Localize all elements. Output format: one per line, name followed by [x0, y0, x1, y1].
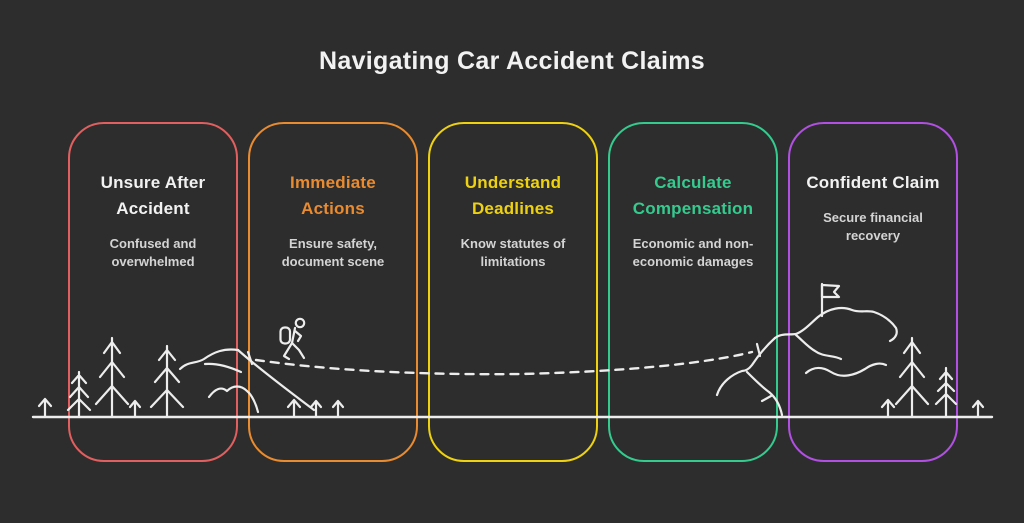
step-subtitle: Secure financial recovery	[823, 210, 923, 243]
step-title: Unsure After Accident	[100, 173, 206, 218]
step-title: Understand Deadlines	[464, 173, 562, 218]
step-subtitle: Economic and non-economic damages	[632, 236, 754, 269]
step-title: Confident Claim	[806, 173, 940, 192]
steps-row: Unsure After Accident Confused and overw…	[68, 122, 958, 462]
step-title: Immediate Actions	[290, 173, 376, 218]
step-card-confident-claim: Confident Claim Secure financial recover…	[788, 122, 958, 462]
step-card-immediate-actions: Immediate Actions Ensure safety, documen…	[248, 122, 418, 462]
step-card-unsure-after-accident: Unsure After Accident Confused and overw…	[68, 122, 238, 462]
step-title: Calculate Compensation	[632, 173, 754, 218]
page-title: Navigating Car Accident Claims	[319, 47, 705, 75]
step-subtitle: Ensure safety, document scene	[281, 236, 385, 269]
step-card-understand-deadlines: Understand Deadlines Know statutes of li…	[428, 122, 598, 462]
step-subtitle: Confused and overwhelmed	[109, 236, 197, 269]
step-card-calculate-compensation: Calculate Compensation Economic and non-…	[608, 122, 778, 462]
step-subtitle: Know statutes of limitations	[460, 236, 566, 269]
